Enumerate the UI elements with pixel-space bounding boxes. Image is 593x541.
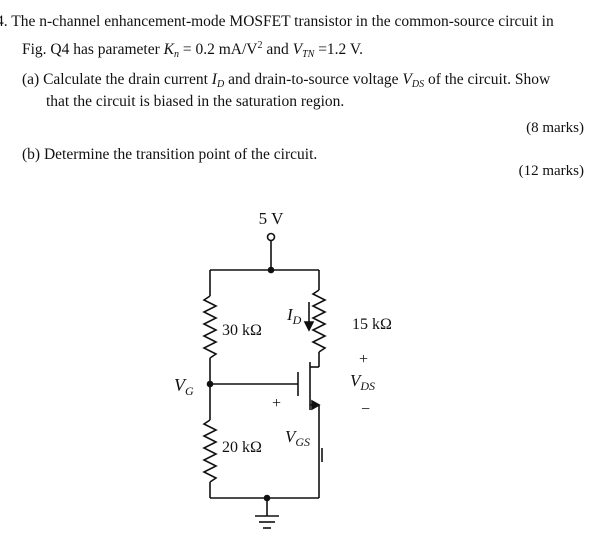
vgs-plus: + <box>272 395 281 412</box>
vgs-label: VGS <box>285 427 310 449</box>
vtn-symbol: V <box>292 41 303 59</box>
vds-symbol: V <box>402 71 412 88</box>
r1-label: 30 kΩ <box>222 322 262 339</box>
r1-resistor <box>202 295 218 359</box>
id-arrow-head <box>303 321 315 332</box>
id-symbol: I <box>211 71 217 88</box>
vds-minus: − <box>361 401 370 418</box>
and-text: and <box>266 41 289 59</box>
vtn-value: =1.2 V. <box>318 41 363 59</box>
vds-plus: + <box>359 351 368 368</box>
r2-resistor <box>202 419 218 483</box>
part-a-text-mid: and drain-to-source voltage <box>228 71 399 88</box>
vds-subscript: DS <box>411 79 425 90</box>
part-a-marks: (8 marks) <box>526 120 584 136</box>
kn-subscript: n <box>173 49 179 61</box>
rd-label: 15 kΩ <box>352 316 392 333</box>
id-subscript: D <box>216 79 225 90</box>
part-a-text-2: that the circuit is biased in the satura… <box>46 93 345 110</box>
rd-resistor <box>311 289 327 353</box>
question-text-1: The n-channel enhancement-mode MOSFET tr… <box>11 13 554 30</box>
mosfet-source-arrow <box>311 399 321 411</box>
part-a-line-2: that the circuit is biased in the satura… <box>46 92 344 112</box>
part-a-line-1: (a) Calculate the drain current ID and d… <box>22 70 550 95</box>
vds-label: VDS <box>350 371 375 393</box>
question-text-2: Fig. Q4 has parameter <box>22 41 160 59</box>
kn-exponent: 2 <box>257 40 263 51</box>
vg-label: VG <box>174 375 194 398</box>
kn-symbol: K <box>163 41 174 59</box>
question-number: 4. <box>0 13 8 30</box>
id-label: ID <box>286 305 302 327</box>
supply-label: 5 V <box>259 209 284 228</box>
part-b-marks: (12 marks) <box>518 163 584 179</box>
r2-label: 20 kΩ <box>222 439 262 456</box>
part-a-text-1: (a) Calculate the drain current <box>22 71 208 88</box>
question-line-2: Fig. Q4 has parameter Kn = 0.2 mA/V2 and… <box>22 36 363 65</box>
supply-terminal <box>266 232 276 242</box>
vtn-subscript: TN <box>302 49 315 61</box>
part-a-text-suffix: of the circuit. Show <box>427 71 551 88</box>
question-line-1: 4. The n-channel enhancement-mode MOSFET… <box>0 12 554 32</box>
part-b-line: (b) Determine the transition point of th… <box>22 145 317 165</box>
kn-value: = 0.2 mA/V <box>182 41 258 59</box>
part-b-text: (b) Determine the transition point of th… <box>22 146 318 163</box>
